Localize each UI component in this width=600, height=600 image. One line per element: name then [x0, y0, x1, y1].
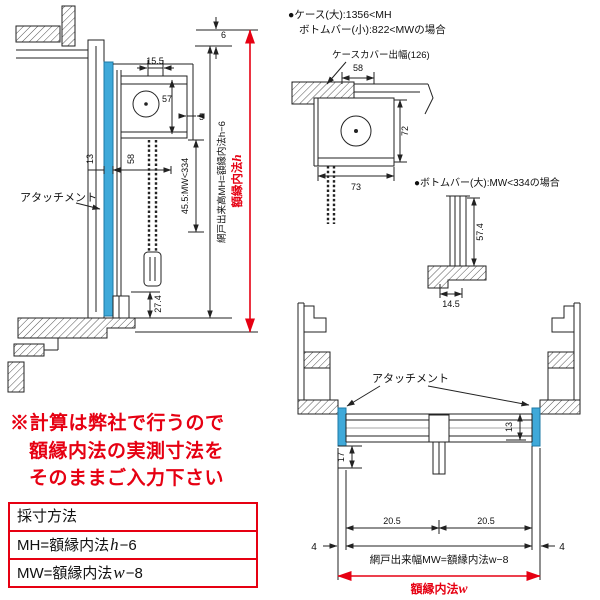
- dim-chain-drop: 45.5:MW<334: [180, 158, 190, 214]
- casing-right-hatched: [539, 399, 581, 415]
- label-inner-height: 額縁内法h: [229, 154, 244, 208]
- dim-58-right: 58: [353, 63, 363, 73]
- note-bottombar-small: ボトムバー(小):822<MWの場合: [299, 23, 446, 36]
- table-row-mw: MW=額縁内法w−8: [10, 558, 256, 586]
- inner-width-prefix: 額縁内法: [409, 581, 458, 596]
- notice-line-2: 額縁内法の実測寸法を: [29, 440, 225, 462]
- table-row-mh: MH=額縁内法h−6: [10, 530, 256, 558]
- roller-drum: [132, 90, 160, 118]
- measurement-notice: ※計算は弊社で行うので 額縁内法の実測寸法を そのままご入力下さい: [10, 410, 225, 493]
- mh-var: h: [110, 535, 119, 554]
- dim-73: 73: [351, 182, 361, 192]
- jamb-step-right: [551, 305, 575, 333]
- dim-57-4: 57.4: [475, 223, 485, 241]
- attachment-leader-arrow-right: [427, 385, 530, 407]
- notice-line-1: ※計算は弊社で行うので: [10, 413, 225, 434]
- mw-prefix: MW=額縁内法: [17, 565, 113, 582]
- frame-profile-hatched: [13, 343, 45, 357]
- dim-58-left: 58: [126, 154, 136, 164]
- case-cover-curve: [424, 83, 434, 115]
- attachment-strip: [103, 61, 114, 317]
- dim-13-plan: 13: [504, 422, 514, 432]
- dim-17-plan: 17: [336, 452, 346, 462]
- jamb-profile-hatched: [547, 351, 575, 369]
- mw-suffix: −8: [125, 565, 143, 582]
- frame-profile-hatched: [7, 361, 25, 393]
- sill-profile-hatched: [427, 265, 487, 289]
- center-part: [428, 414, 450, 443]
- dim-4-left: 4: [311, 542, 317, 553]
- formula-screen-height: 網戸出来高MH=額縁内法h−6: [216, 121, 228, 243]
- casing-left-hatched: [297, 399, 339, 415]
- formula-screen-width: 網戸出来幅MW=額縁内法w−8: [370, 553, 509, 566]
- dim-top-gap: 6: [221, 30, 226, 40]
- table-title: 採寸方法: [17, 508, 78, 525]
- dim-20-5-right: 20.5: [477, 516, 495, 526]
- dim-case-height: 57: [162, 94, 172, 104]
- note-bottombar-large: ●ボトムバー(大):MW<334の場合: [414, 176, 560, 189]
- dim-case-inset: 15.5: [146, 56, 164, 66]
- mw-var: w: [113, 563, 125, 582]
- inner-height-var: h: [229, 154, 244, 161]
- dim-4-right: 4: [559, 542, 565, 553]
- dim-72: 72: [400, 126, 410, 136]
- dim-5: 5: [199, 112, 204, 122]
- inner-height-prefix: 額縁内法: [230, 161, 244, 208]
- dim-14-5: 14.5: [442, 299, 460, 309]
- label-attachment-plan: アタッチメント: [372, 372, 449, 385]
- bottom-bar: [112, 295, 130, 319]
- note-case-large: ●ケース(大):1356<MH: [288, 8, 392, 21]
- notice-line-3: そのままご入力下さい: [29, 468, 225, 490]
- dim-20-5-left: 20.5: [383, 516, 401, 526]
- sill-profile-hatched: [17, 317, 136, 339]
- attachment-strip-right: [531, 407, 541, 447]
- chain-weight: [143, 251, 162, 287]
- label-case-cover: ケースカバー出幅(126): [332, 49, 430, 61]
- dim-27-4: 27.4: [153, 295, 163, 313]
- attachment-leader-arrow-left: [346, 385, 381, 407]
- mh-suffix: −6: [119, 537, 137, 554]
- frame-profile-hatched: [15, 25, 61, 43]
- inner-width-var: w: [459, 581, 469, 596]
- attachment-leader-arrow: [75, 202, 101, 210]
- bottom-bar-large: [449, 195, 467, 267]
- plan-section-view: [297, 302, 581, 582]
- case-detail-view: [291, 61, 487, 298]
- measure-method-table: 採寸方法 MH=額縁内法h−6 MW=額縁内法w−8: [8, 502, 258, 588]
- label-inner-width: 額縁内法w: [409, 581, 468, 596]
- mh-prefix: MH=額縁内法: [17, 537, 110, 554]
- jamb-profile-hatched: [303, 351, 331, 369]
- attachment-strip-left: [337, 407, 347, 447]
- jamb-step-left: [303, 305, 327, 333]
- dim-13: 13: [85, 154, 95, 164]
- frame-profile-hatched: [61, 5, 76, 47]
- roller-drum-large: [340, 115, 372, 147]
- roller-case: [120, 75, 188, 139]
- label-attachment-left: アタッチメント: [20, 191, 97, 204]
- cover-leader-arrow: [326, 61, 347, 85]
- head-sill-section-view: [7, 5, 258, 393]
